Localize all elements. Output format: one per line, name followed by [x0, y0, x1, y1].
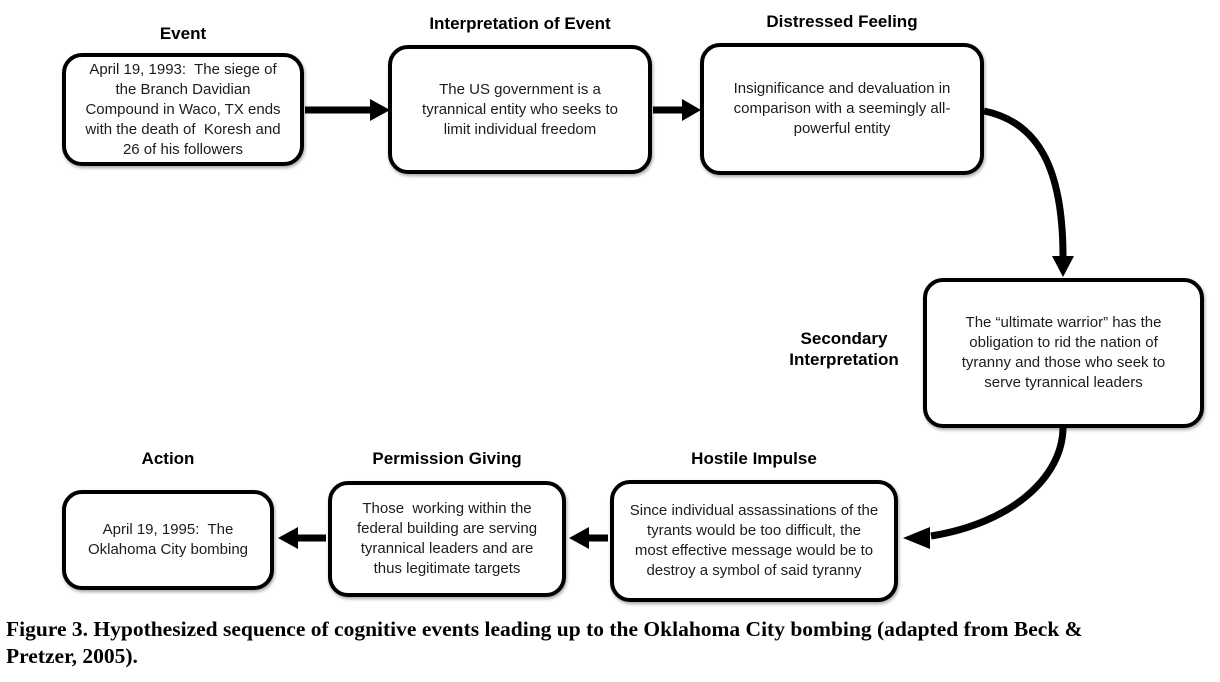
arrow-interpretation-to-distressed — [653, 99, 701, 121]
arrow-event-to-interpretation — [305, 99, 390, 121]
arrow-distressed-to-secondary — [983, 107, 1074, 277]
node-secondary-interpretation: The “ultimate warrior” has the obligatio… — [923, 278, 1204, 428]
arrow-secondary-to-hostile — [903, 426, 1067, 549]
node-event-text: April 19, 1993: The siege of the Branch … — [85, 60, 281, 158]
node-label-permission-giving: Permission Giving — [372, 449, 522, 468]
node-label-hostile-impulse: Hostile Impulse — [691, 449, 817, 468]
node-distressed-feeling-text: Insignificance and devaluation in compar… — [733, 80, 951, 137]
node-interpretation-of-event: The US government is a tyrannical entity… — [388, 45, 652, 174]
node-action-text: April 19, 1995: The Oklahoma City bombin… — [87, 521, 249, 558]
node-action: April 19, 1995: The Oklahoma City bombin… — [62, 490, 274, 590]
node-secondary-interpretation-text: The “ultimate warrior” has the obligatio… — [961, 314, 1166, 391]
figure-caption: Figure 3. Hypothesized sequence of cogni… — [6, 617, 1083, 668]
node-label-interpretation-of-event: Interpretation of Event — [429, 14, 611, 33]
node-hostile-impulse: Since individual assassinations of the t… — [610, 480, 898, 602]
node-label-distressed-feeling: Distressed Feeling — [766, 12, 918, 31]
node-hostile-impulse-text: Since individual assassinations of the t… — [629, 502, 879, 579]
node-label-event: Event — [159, 24, 207, 43]
node-interpretation-of-event-text: The US government is a tyrannical entity… — [422, 80, 618, 138]
node-label-action: Action — [141, 449, 195, 468]
node-distressed-feeling: Insignificance and devaluation in compar… — [700, 43, 984, 175]
arrow-permission-to-action — [278, 527, 326, 549]
node-label-secondary-interpretation: Secondary Interpretation — [789, 329, 899, 369]
node-permission-giving-text: Those working within the federal buildin… — [356, 500, 538, 577]
node-permission-giving: Those working within the federal buildin… — [328, 481, 566, 597]
node-event: April 19, 1993: The siege of the Branch … — [62, 53, 304, 166]
arrow-hostile-to-permission — [569, 527, 608, 549]
